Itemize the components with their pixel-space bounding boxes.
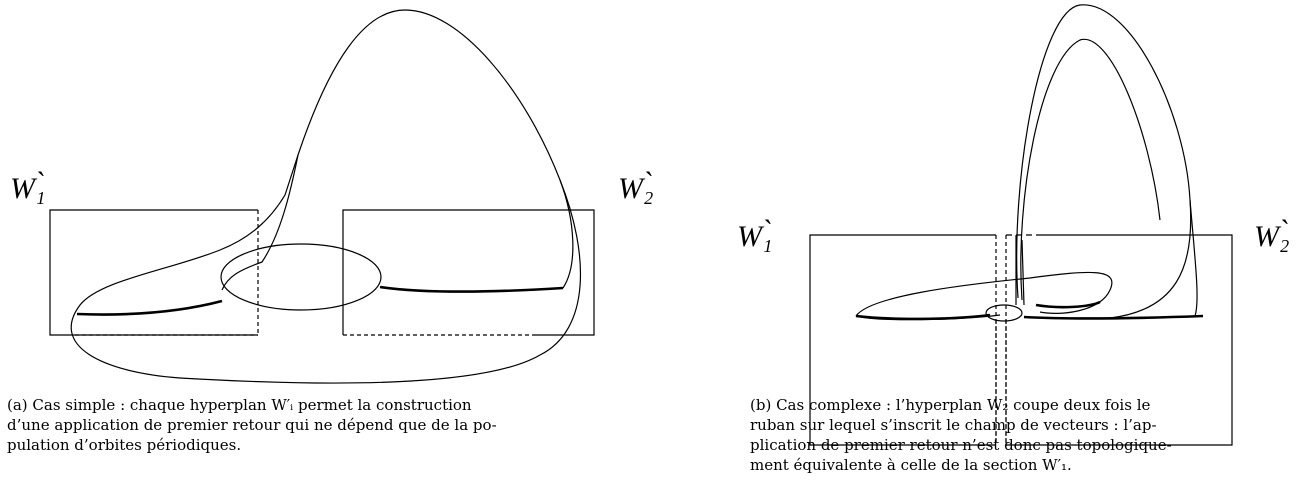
panel-b-thick-right xyxy=(1023,314,1204,320)
panel-b-thick-inner xyxy=(1035,300,1101,309)
panel-b-caption-line: ment équivalente à celle de la section W… xyxy=(750,456,1072,474)
panel-b-return-map xyxy=(855,300,1204,321)
panel-a-right-return xyxy=(559,179,574,289)
panel-a-thick-right xyxy=(379,285,564,293)
panel-b-inner-loop xyxy=(1020,38,1161,301)
panel-b-thick-left xyxy=(855,313,991,321)
panel-a-caption: (a) Cas simple : chaque hyperplan W′ᵢ pe… xyxy=(7,395,647,455)
panel-b-diagram xyxy=(809,4,1233,446)
panel-b-right-return xyxy=(1189,199,1198,317)
panel-a-rect-right xyxy=(342,209,595,336)
panel-a-inner-strand xyxy=(221,154,299,291)
panel-b-rect-left xyxy=(809,234,996,446)
panel-b-vertical-strand-2 xyxy=(1021,239,1025,306)
panel-a-caption-line: d’une application de premier retour qui … xyxy=(7,416,497,434)
panel-b-caption-line: plication de premier retour n’est donc p… xyxy=(750,436,1172,454)
panel-b-rect-right xyxy=(1006,234,1233,446)
panel-a-label-w1: W₁̀ xyxy=(10,172,46,205)
panel-a-central-ellipse xyxy=(220,243,382,311)
panel-b-junction-ellipse xyxy=(985,304,1023,322)
panel-b-label-w2: W₂̀ xyxy=(1254,220,1290,253)
panel-b-outer-loop xyxy=(1016,4,1192,319)
panel-a-thick-left xyxy=(76,299,223,316)
panel-a-diagram xyxy=(49,9,595,384)
panel-b-label-w1: W₁̀ xyxy=(737,220,773,253)
panel-a-caption-line: pulation d’orbites périodiques. xyxy=(7,436,242,454)
panel-a-rect-left xyxy=(49,209,258,336)
panel-b-caption-line: ruban sur lequel s’inscrit le champ de v… xyxy=(750,416,1157,434)
panel-a-caption-line: (a) Cas simple : chaque hyperplan W′ᵢ pe… xyxy=(7,396,472,414)
panel-b-flat-loop xyxy=(855,271,1113,317)
panel-a-label-w2: W₂̀ xyxy=(618,172,654,205)
panel-a-return-map xyxy=(76,285,564,316)
panel-b-caption: (b) Cas complexe : l’hyperplan W₂ coupe … xyxy=(750,395,1305,475)
panel-b-caption-line: (b) Cas complexe : l’hyperplan W₂ coupe … xyxy=(750,396,1151,414)
panel-a-outer-loop xyxy=(70,9,581,384)
